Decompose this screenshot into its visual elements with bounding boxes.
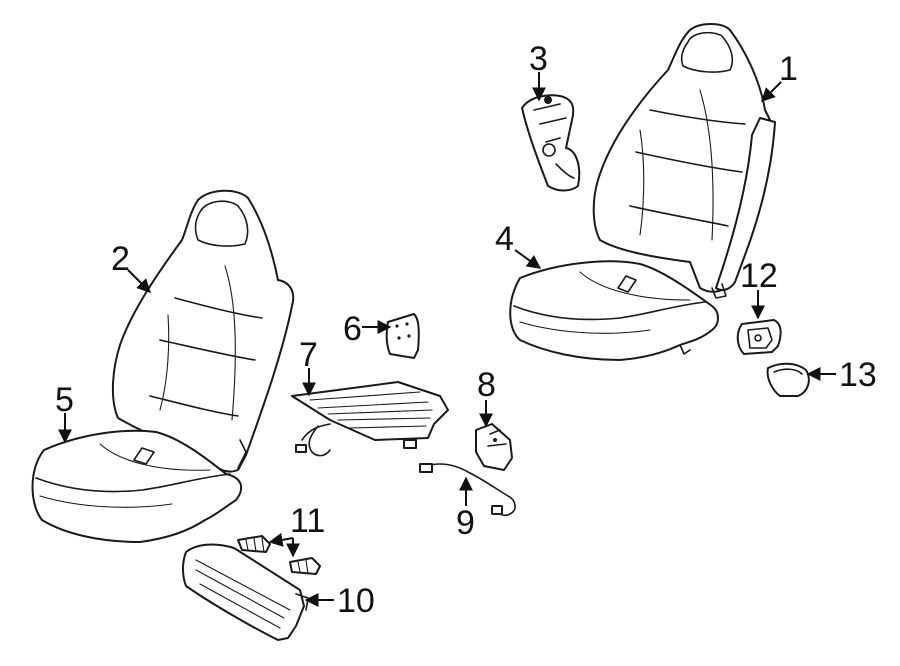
seat-switch xyxy=(736,319,782,355)
seat-module-bracket xyxy=(475,423,513,471)
callout-6: 6 xyxy=(343,310,362,348)
switch-cap xyxy=(766,362,810,397)
callout-labels: 1 2 3 4 5 6 7 8 9 10 11 12 13 xyxy=(55,40,877,620)
leader-11b xyxy=(268,532,294,547)
callout-2: 2 xyxy=(111,240,130,278)
seat-back-left xyxy=(111,189,295,473)
retaining-clips xyxy=(237,535,321,575)
callout-10: 10 xyxy=(337,582,375,620)
callout-3: 3 xyxy=(529,40,548,78)
callout-1: 1 xyxy=(779,50,798,88)
leader-4 xyxy=(514,249,542,269)
leader-lines xyxy=(58,72,836,607)
seat-cushion-right xyxy=(509,260,719,361)
leader-2 xyxy=(127,269,151,293)
seat-cushion-left xyxy=(31,429,243,543)
callout-13: 13 xyxy=(839,356,877,394)
callout-4: 4 xyxy=(495,220,514,258)
seat-back-right xyxy=(592,23,776,299)
leader-1 xyxy=(761,81,782,102)
callout-8: 8 xyxy=(477,366,496,404)
callout-7: 7 xyxy=(299,336,318,374)
callout-5: 5 xyxy=(55,381,74,419)
recliner-bracket xyxy=(521,94,581,192)
callout-11: 11 xyxy=(290,502,325,540)
callout-9: 9 xyxy=(456,504,475,542)
seat-heater-pad xyxy=(291,381,449,457)
cover-panel xyxy=(385,313,420,359)
seat-control-module xyxy=(182,543,309,641)
wiring-harness xyxy=(419,463,516,517)
callout-12: 12 xyxy=(740,257,778,295)
